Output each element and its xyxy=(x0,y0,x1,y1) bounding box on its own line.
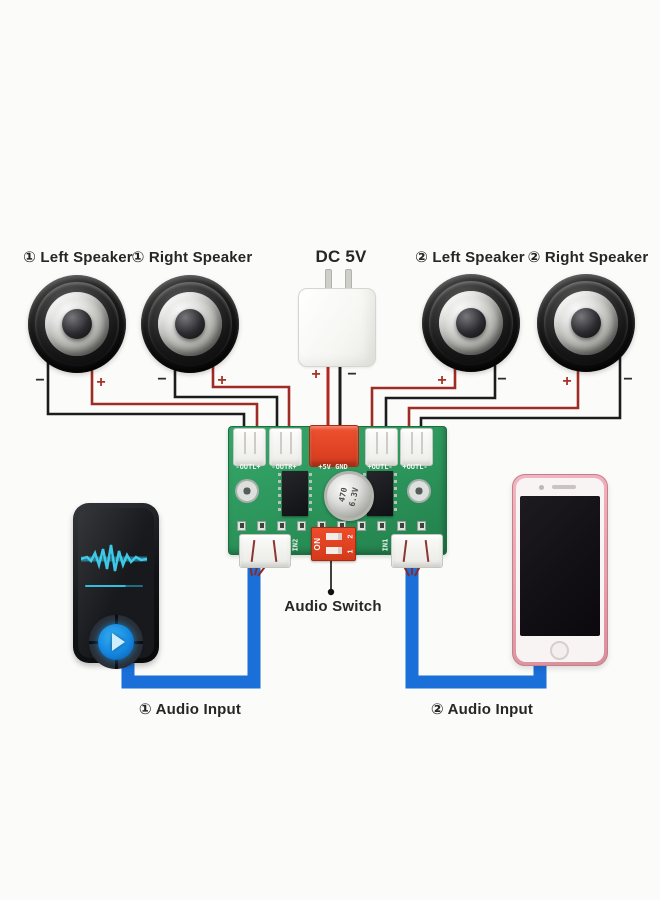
wire-s2l-negative xyxy=(384,350,497,436)
polarity-s1r-plus: + xyxy=(217,372,227,389)
label-speaker-1-left: ① Left Speaker xyxy=(23,249,133,266)
speaker-2-right-image xyxy=(537,274,635,372)
capacitor: 470 6.3V xyxy=(324,471,374,521)
polarity-s2l-plus: + xyxy=(437,372,447,389)
speaker-1-right-image xyxy=(141,275,239,373)
silkscreen-outl1: -OUTL+ xyxy=(235,463,261,471)
polarity-dc-minus: − xyxy=(347,366,357,383)
mp3-player-image xyxy=(73,503,159,669)
dip-on-label: ON xyxy=(313,537,322,551)
dip-switch: ON 2 1 xyxy=(311,527,356,561)
silkscreen-power: +5V GND xyxy=(318,463,348,471)
silkscreen-outl2: +OUTL- xyxy=(367,463,393,471)
polarity-s2r-plus: + xyxy=(562,373,572,390)
wire-s1r-negative xyxy=(173,350,279,436)
wire-s1l-negative xyxy=(46,350,246,436)
connector-outr1 xyxy=(269,428,302,466)
silkscreen-outr1: -OUTR+ xyxy=(271,463,297,471)
polarity-s1r-minus: − xyxy=(157,371,167,388)
audio-switch-pointer-dot xyxy=(327,588,335,596)
connector-outr2 xyxy=(400,428,433,466)
label-speaker-2-left: ② Left Speaker xyxy=(415,249,525,266)
polarity-dc-plus: + xyxy=(311,366,321,383)
amplifier-chip-left xyxy=(278,471,312,516)
polarity-s1l-plus: + xyxy=(96,374,106,391)
play-icon xyxy=(112,633,125,651)
play-button xyxy=(98,624,134,660)
camera-dot xyxy=(539,485,544,490)
dip-pos-1: 1 xyxy=(347,549,355,554)
label-audio-input-2: ② Audio Input xyxy=(430,701,534,718)
wire-s2r-positive xyxy=(407,350,580,436)
phone-screen xyxy=(520,496,600,636)
polarity-s2l-minus: − xyxy=(497,371,507,388)
wire-s1r-positive xyxy=(211,350,291,436)
connector-power xyxy=(309,425,359,467)
mounting-hole-right xyxy=(407,479,431,503)
player-progress-bar xyxy=(85,585,143,587)
audio-cable-right xyxy=(405,566,547,689)
capacitor-value: 470 xyxy=(337,486,350,503)
amplifier-board: -OUTL+ -OUTR+ +5V GND +OUTL- +OUTL- 470 … xyxy=(228,425,447,568)
polarity-s1l-minus: − xyxy=(35,372,45,389)
speaker-2-left-image xyxy=(422,274,520,372)
label-audio-input-1: ① Audio Input xyxy=(138,701,242,718)
dip-slider-1 xyxy=(326,547,342,554)
dip-pos-2: 2 xyxy=(347,534,355,539)
label-speaker-1-right: ① Right Speaker xyxy=(131,249,253,266)
smd-pad-row xyxy=(237,521,439,531)
earpiece xyxy=(552,485,576,489)
home-button xyxy=(550,641,569,660)
polarity-s2r-minus: − xyxy=(623,371,633,388)
label-dc-power: DC 5V xyxy=(315,247,367,266)
dip-slider-2 xyxy=(326,533,342,540)
silkscreen-outr2: +OUTL- xyxy=(402,463,428,471)
silkscreen-in1: IN1 xyxy=(381,538,390,552)
capacitor-voltage: 6.3V xyxy=(347,486,361,508)
dc-adapter-image xyxy=(298,288,376,367)
silkscreen-in2: IN2 xyxy=(291,538,300,552)
smartphone-image xyxy=(512,474,608,666)
player-control-wheel xyxy=(89,615,143,669)
wire-s1l-positive xyxy=(90,350,259,436)
label-audio-switch: Audio Switch xyxy=(284,598,382,615)
mounting-hole-left xyxy=(235,479,259,503)
connector-outl2 xyxy=(365,428,398,466)
speaker-1-left-image xyxy=(28,275,126,373)
label-speaker-2-right: ② Right Speaker xyxy=(527,249,649,266)
connector-in1 xyxy=(391,534,443,568)
connector-outl1 xyxy=(233,428,266,466)
waveform-graphic xyxy=(81,544,148,572)
connector-in2 xyxy=(239,534,291,568)
